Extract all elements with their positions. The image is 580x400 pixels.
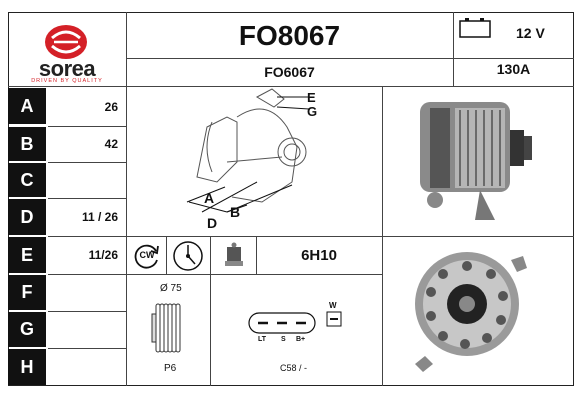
terminal-s: S bbox=[281, 336, 286, 343]
label-e: E bbox=[307, 90, 316, 105]
divider bbox=[48, 274, 126, 275]
divider bbox=[126, 274, 382, 275]
row-value: 11/26 bbox=[88, 248, 118, 262]
divider bbox=[48, 236, 126, 237]
brand-tagline: DRIVEN BY QUALITY bbox=[31, 78, 103, 84]
pulley-icon bbox=[148, 300, 184, 356]
rotation-icon: CW bbox=[130, 240, 164, 272]
row-letter: G bbox=[8, 312, 46, 347]
divider bbox=[48, 126, 126, 127]
pulley-diameter: Ø 75 bbox=[160, 283, 182, 294]
divider bbox=[126, 58, 574, 59]
clock-position: 6H10 bbox=[301, 246, 337, 264]
divider bbox=[256, 236, 257, 274]
divider bbox=[126, 12, 127, 386]
alternator-side-photo bbox=[400, 90, 540, 230]
row-value: 11 / 26 bbox=[81, 210, 118, 224]
divider bbox=[48, 311, 126, 312]
clock-position-icon bbox=[168, 238, 208, 274]
terminal-w-label: W bbox=[329, 301, 337, 310]
divider bbox=[48, 198, 126, 199]
divider bbox=[48, 348, 126, 349]
terminal-lt: LT bbox=[258, 336, 267, 343]
row-letter: B bbox=[8, 127, 46, 161]
row-value: 26 bbox=[104, 100, 118, 114]
part-number: FO8067 bbox=[238, 20, 341, 51]
alternator-front-photo bbox=[405, 240, 535, 380]
battery-icon bbox=[458, 16, 494, 40]
connector-plug-icon bbox=[248, 312, 316, 334]
terminal-w-icon bbox=[326, 311, 342, 327]
sorea-logo: sorea DRIVEN BY QUALITY bbox=[8, 12, 126, 86]
sub-part-number: FO6067 bbox=[264, 64, 315, 80]
pulley-type: P6 bbox=[164, 363, 177, 374]
sorea-logo-mark bbox=[45, 25, 87, 59]
row-letter: D bbox=[8, 199, 46, 235]
divider bbox=[453, 12, 454, 86]
row-value: 42 bbox=[104, 137, 118, 151]
alternator-sketch bbox=[186, 88, 310, 213]
divider bbox=[210, 236, 211, 274]
voltage: 12 V bbox=[516, 25, 545, 41]
row-value bbox=[48, 162, 126, 198]
divider bbox=[48, 162, 126, 163]
terminal-bplus: B+ bbox=[296, 336, 306, 343]
row-letter: E bbox=[8, 237, 46, 273]
label-a: A bbox=[204, 190, 215, 206]
divider bbox=[126, 236, 382, 237]
label-d: D bbox=[207, 215, 218, 231]
row-letter: F bbox=[8, 275, 46, 310]
connector-code: C58 / - bbox=[280, 363, 308, 373]
brand-name: sorea bbox=[38, 56, 96, 81]
amperage: 130A bbox=[496, 61, 531, 77]
alternator-dimension-diagram: E G A B D bbox=[127, 87, 381, 235]
row-value bbox=[48, 348, 126, 386]
divider bbox=[210, 274, 211, 386]
row-letter: A bbox=[8, 88, 46, 124]
divider bbox=[382, 236, 574, 237]
label-b: B bbox=[230, 204, 241, 220]
row-value bbox=[48, 274, 126, 311]
row-value bbox=[48, 311, 126, 348]
divider bbox=[166, 236, 167, 274]
divider bbox=[8, 86, 574, 87]
label-g: G bbox=[307, 104, 318, 119]
rotation-label: CW bbox=[139, 250, 155, 260]
row-letter: C bbox=[8, 163, 46, 197]
regulator-icon bbox=[214, 238, 254, 274]
row-letter: H bbox=[8, 349, 46, 385]
